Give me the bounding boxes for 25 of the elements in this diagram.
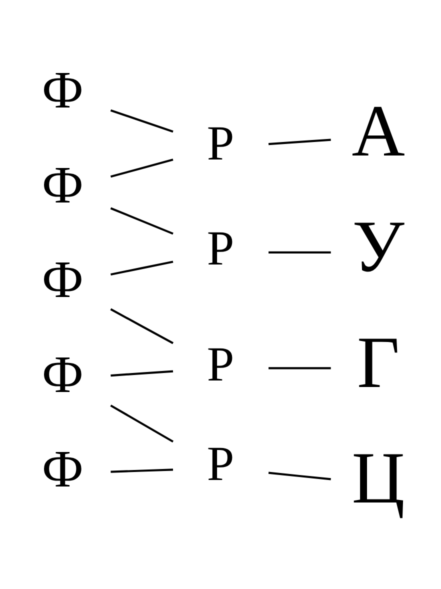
connector [110,207,174,235]
connector [110,404,174,442]
node-text: Ф [42,440,84,499]
connector [110,308,174,344]
connector [268,138,331,146]
connector [268,367,331,370]
node-text: А [352,89,405,172]
node-text: У [352,205,404,287]
connector [268,251,331,254]
connector [268,472,331,480]
connector [110,109,174,133]
node-text: Р [206,436,234,492]
node-text: Р [206,336,234,392]
node-text: Ф [42,62,84,120]
node-text: Ф [42,251,84,310]
node-text: Ф [42,156,84,214]
connector [110,468,174,473]
connector [110,158,174,178]
connector [110,260,174,276]
node-text: Р [206,115,234,170]
node-text: Ц [352,436,405,518]
node-text: Ф [42,346,84,404]
connector [110,370,174,377]
node-text: Г [357,320,400,403]
node-text: Р [206,220,234,276]
